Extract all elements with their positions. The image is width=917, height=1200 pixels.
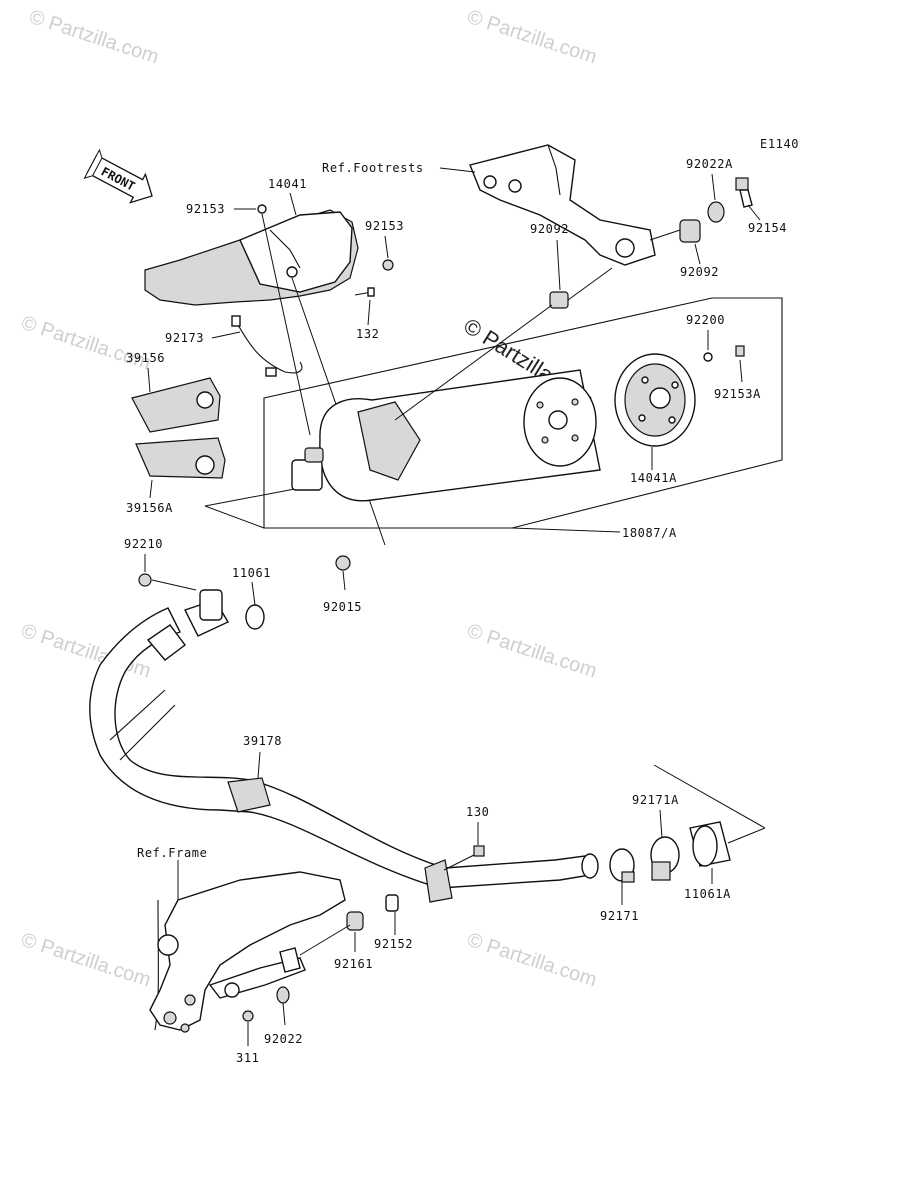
frame-section	[149, 871, 346, 1033]
label-92153A: 92153A	[714, 387, 761, 401]
bolt-132	[354, 287, 375, 297]
ref-footrests-label: Ref.Footrests	[322, 161, 424, 175]
label-92210: 92210	[124, 537, 163, 551]
watermark-bottom-center: © Partzilla.com	[464, 929, 599, 992]
bolt-92154	[735, 177, 753, 208]
label-39156A: 39156A	[126, 501, 173, 515]
watermark-lower-center: © Partzilla.com	[464, 620, 599, 683]
label-92171: 92171	[600, 909, 639, 923]
washer-92022	[276, 986, 290, 1004]
clamp-92171a	[650, 836, 680, 881]
label-39178: 39178	[243, 734, 282, 748]
nut-92153-right	[382, 259, 394, 271]
ref-frame-label: Ref.Frame	[137, 846, 207, 860]
label-92152: 92152	[374, 937, 413, 951]
washer-92022a	[707, 201, 725, 223]
end-cap-14041a	[614, 353, 696, 447]
bolt-130	[443, 845, 485, 871]
label-92173: 92173	[165, 331, 204, 345]
collar-92152	[385, 894, 399, 912]
label-92153-left: 92153	[186, 202, 225, 216]
label-14041: 14041	[268, 177, 307, 191]
grommet-92092-lower	[549, 291, 569, 309]
label-92161: 92161	[334, 957, 373, 971]
label-14041A: 14041A	[630, 471, 677, 485]
label-92092-top: 92092	[530, 222, 569, 236]
pad-39156	[131, 377, 221, 433]
label-92200: 92200	[686, 313, 725, 327]
clamp-92171	[609, 848, 635, 883]
label-39156: 39156	[126, 351, 165, 365]
clamp-band-92173	[234, 319, 303, 374]
nut-92015	[335, 555, 351, 571]
label-130: 130	[466, 805, 489, 819]
label-92092-mid: 92092	[680, 265, 719, 279]
damper-92161	[346, 911, 364, 931]
exhaust-pipe-39178	[89, 589, 599, 903]
washer-92200	[703, 352, 713, 362]
label-311: 311	[236, 1051, 259, 1065]
front-arrow-icon: FRONT	[83, 148, 153, 204]
nut-92210	[138, 573, 152, 587]
label-11061A: 11061A	[684, 887, 731, 901]
leader-footrests	[439, 167, 476, 173]
grommet-92092-upper	[679, 219, 701, 243]
heat-guard	[144, 209, 359, 306]
watermark-bottom-left: © Partzilla.com	[18, 929, 153, 992]
footrest-bracket	[469, 144, 656, 266]
bolt-92153a	[735, 345, 745, 357]
label-92022A: 92022A	[686, 157, 733, 171]
gasket-11061	[245, 604, 265, 630]
label-92153-right: 92153	[365, 219, 404, 233]
label-132: 132	[356, 327, 379, 341]
muffler-inner-plate	[523, 377, 597, 467]
sleeve-11061a	[689, 821, 731, 867]
watermark-top-right: © Partzilla.com	[464, 6, 599, 69]
screw-92153-left	[257, 204, 267, 214]
label-92022: 92022	[264, 1032, 303, 1046]
watermark-mid-left: © Partzilla.com	[18, 312, 153, 375]
label-92015: 92015	[323, 600, 362, 614]
label-92171A: 92171A	[632, 793, 679, 807]
watermark-top-left: © Partzilla.com	[26, 6, 161, 69]
diagram-code: E1140	[760, 137, 799, 151]
nut-311	[242, 1010, 254, 1022]
label-11061: 11061	[232, 566, 271, 580]
label-18087A: 18087/A	[622, 526, 677, 540]
label-92154: 92154	[748, 221, 787, 235]
